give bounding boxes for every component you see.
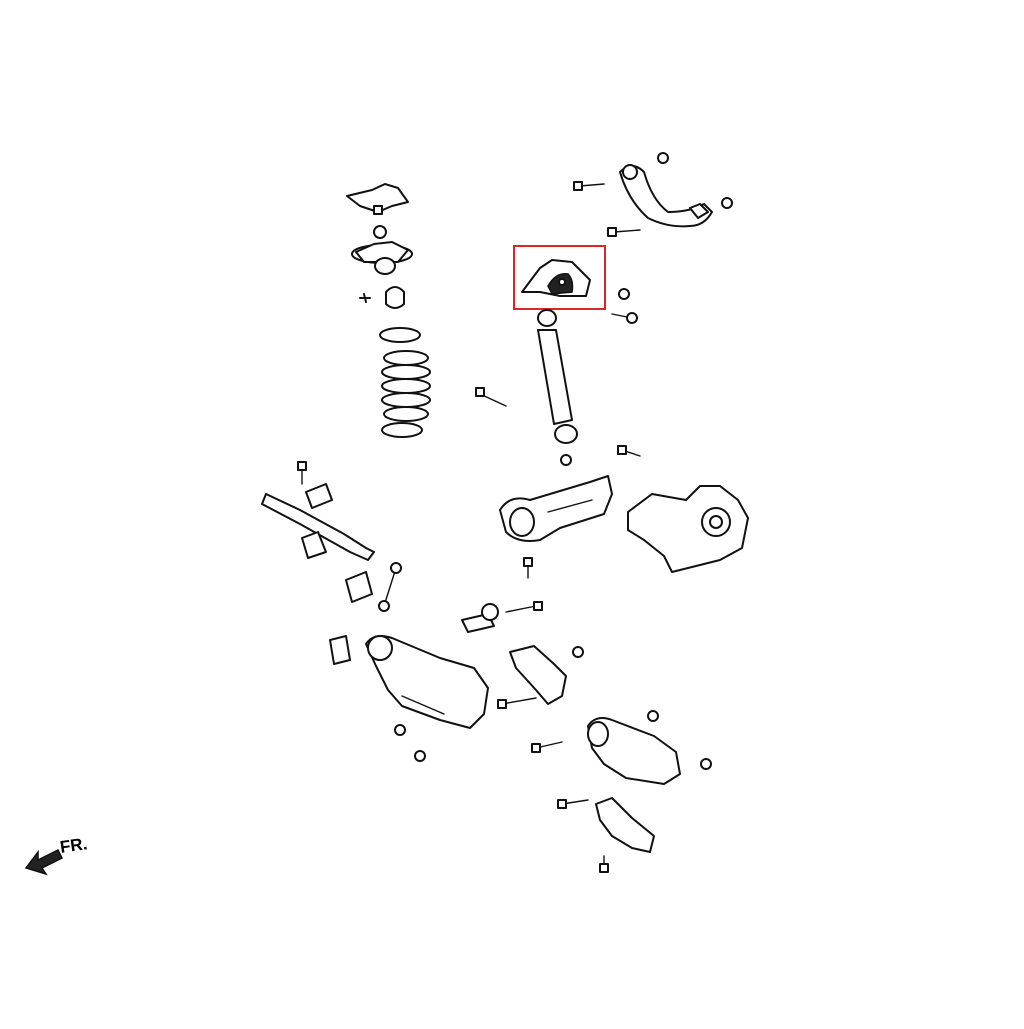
rear-lower-arm	[587, 717, 681, 785]
mount-bracket-bolt	[611, 312, 638, 324]
front-direction-arrow-icon	[24, 848, 64, 876]
shock-bolt-left	[475, 387, 507, 407]
arm-bolt	[573, 181, 605, 191]
highlight-box	[513, 245, 606, 310]
mount-bracket-nut	[618, 288, 630, 300]
bracket-nut	[572, 646, 584, 658]
rear-axle-carrier	[627, 485, 749, 573]
upper-control-arm	[619, 164, 713, 228]
cam-bolt	[461, 601, 543, 633]
lower-arm-nuts	[394, 724, 426, 762]
mount-nut	[373, 225, 387, 239]
shock-lower-nut	[560, 454, 572, 466]
coil-spring	[381, 350, 431, 422]
lower-bracket-vertical-bolt	[599, 855, 609, 873]
bracket-bolt	[497, 697, 537, 709]
strut-mount	[351, 241, 413, 275]
upper-support-plate	[346, 183, 409, 215]
rear-arm-bolt	[531, 741, 563, 753]
arm-bolt-lower	[607, 227, 641, 237]
shock-bolt-right	[617, 445, 641, 457]
toe-control-arm	[499, 475, 613, 542]
toe-arm-bolt	[523, 557, 533, 579]
stabilizer-bracket	[301, 483, 333, 559]
rear-arm-nuts	[647, 710, 712, 770]
lower-insulator	[381, 422, 423, 438]
lower-control-arm	[365, 635, 489, 729]
upper-shock-mount	[521, 259, 591, 297]
lower-bracket	[595, 797, 655, 853]
upper-insulator	[379, 327, 421, 343]
stabilizer-bar	[261, 493, 375, 561]
shock-absorber	[537, 309, 578, 444]
arm-nut	[657, 152, 733, 209]
bump-stopper	[359, 286, 405, 309]
lower-bracket-bolt	[557, 799, 589, 809]
front-direction-label: FR.	[58, 834, 89, 857]
suspension-bracket	[509, 645, 567, 705]
lower-arm-bushing	[329, 635, 351, 665]
stabilizer-bolt	[297, 461, 307, 485]
stabilizer-link	[378, 562, 402, 612]
stabilizer-bushing	[345, 571, 373, 603]
